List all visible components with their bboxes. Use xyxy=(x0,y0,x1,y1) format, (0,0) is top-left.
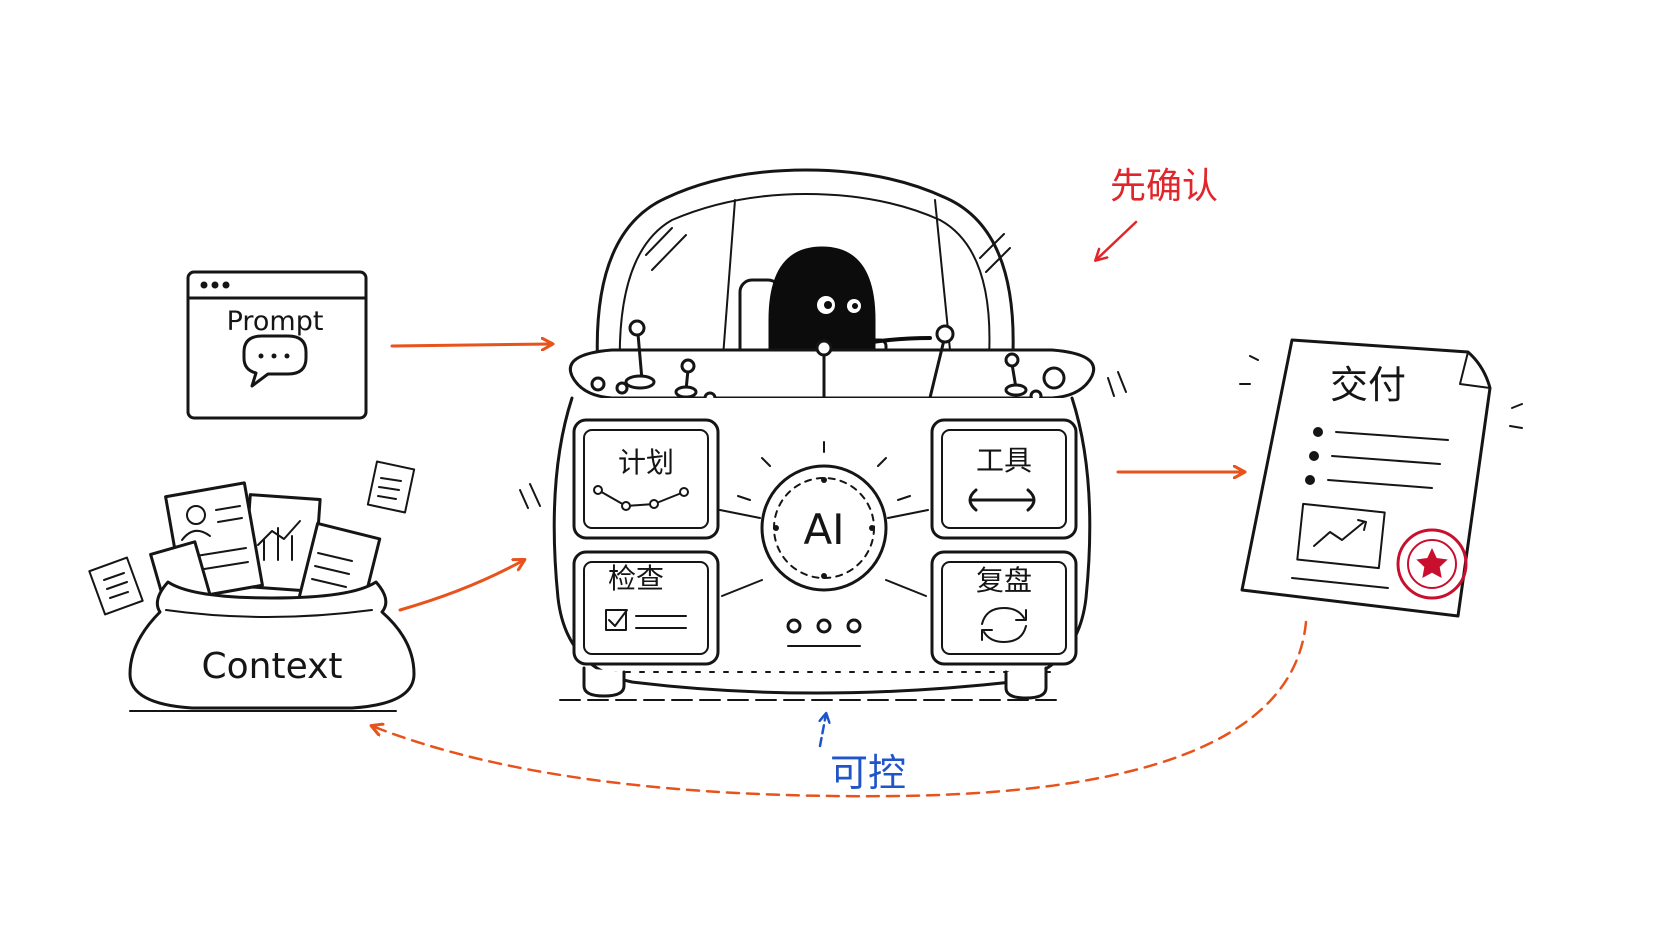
panel-tools: 工具 xyxy=(930,418,1078,540)
panel-check: 检查 xyxy=(572,550,720,666)
prompt-window: Prompt xyxy=(186,270,368,420)
panel-review: 复盘 xyxy=(930,550,1078,666)
refresh-cycle-icon xyxy=(981,607,1027,643)
trend-chart-icon xyxy=(1296,502,1386,570)
ai-label: AI xyxy=(803,505,844,554)
panel-plan-label: 计划 xyxy=(618,446,674,479)
panel-check-label: 检查 xyxy=(608,562,664,595)
delivery-document: 交付 xyxy=(1239,338,1523,618)
ai-emblem: AI xyxy=(719,441,929,647)
panel-tools-label: 工具 xyxy=(976,444,1032,477)
joystick-icon xyxy=(1004,352,1028,397)
control-deck xyxy=(569,348,1095,400)
bullet-list-icon xyxy=(1305,427,1449,489)
joystick-icon xyxy=(624,319,656,390)
controllable-arrow xyxy=(820,714,826,748)
timeline-icon xyxy=(593,485,689,511)
console-foot xyxy=(582,666,626,698)
panel-plan: 计划 xyxy=(572,418,720,540)
wrench-icon xyxy=(968,488,1036,512)
deck-knob-icon xyxy=(1042,366,1066,390)
deck-button-icon xyxy=(615,381,629,395)
flying-paper-icon xyxy=(366,460,416,514)
ai-cockpit: AI 计划 工具 xyxy=(519,168,1127,701)
context-to-ai-arrow xyxy=(398,560,524,612)
prompt-to-ai-arrow xyxy=(390,344,552,346)
console-light-icon xyxy=(816,618,832,634)
console-foot xyxy=(1004,666,1048,700)
window-dot-icon xyxy=(211,281,219,289)
checkbox-icon xyxy=(605,609,687,631)
confirm-first-note: 先确认 xyxy=(1110,166,1218,207)
delivery-label: 交付 xyxy=(1330,363,1406,407)
panel-review-label: 复盘 xyxy=(976,564,1032,597)
deck-button-icon xyxy=(590,376,606,392)
joystick-icon xyxy=(674,358,698,399)
chat-bubble-icon xyxy=(242,334,308,388)
console-light-icon xyxy=(786,618,802,634)
console-light-icon xyxy=(846,618,862,634)
context-label: Context xyxy=(201,646,342,687)
window-dot-icon xyxy=(222,281,230,289)
confirm-first-arrow xyxy=(1096,220,1138,260)
flying-paper-icon xyxy=(88,556,144,616)
context-bag: Context xyxy=(88,460,416,712)
feedback-loop-arrow xyxy=(372,620,1308,798)
prompt-label: Prompt xyxy=(227,306,324,337)
window-dot-icon xyxy=(200,281,208,289)
red-seal-stamp-icon xyxy=(1396,528,1468,600)
controllable-note: 可控 xyxy=(830,751,906,795)
